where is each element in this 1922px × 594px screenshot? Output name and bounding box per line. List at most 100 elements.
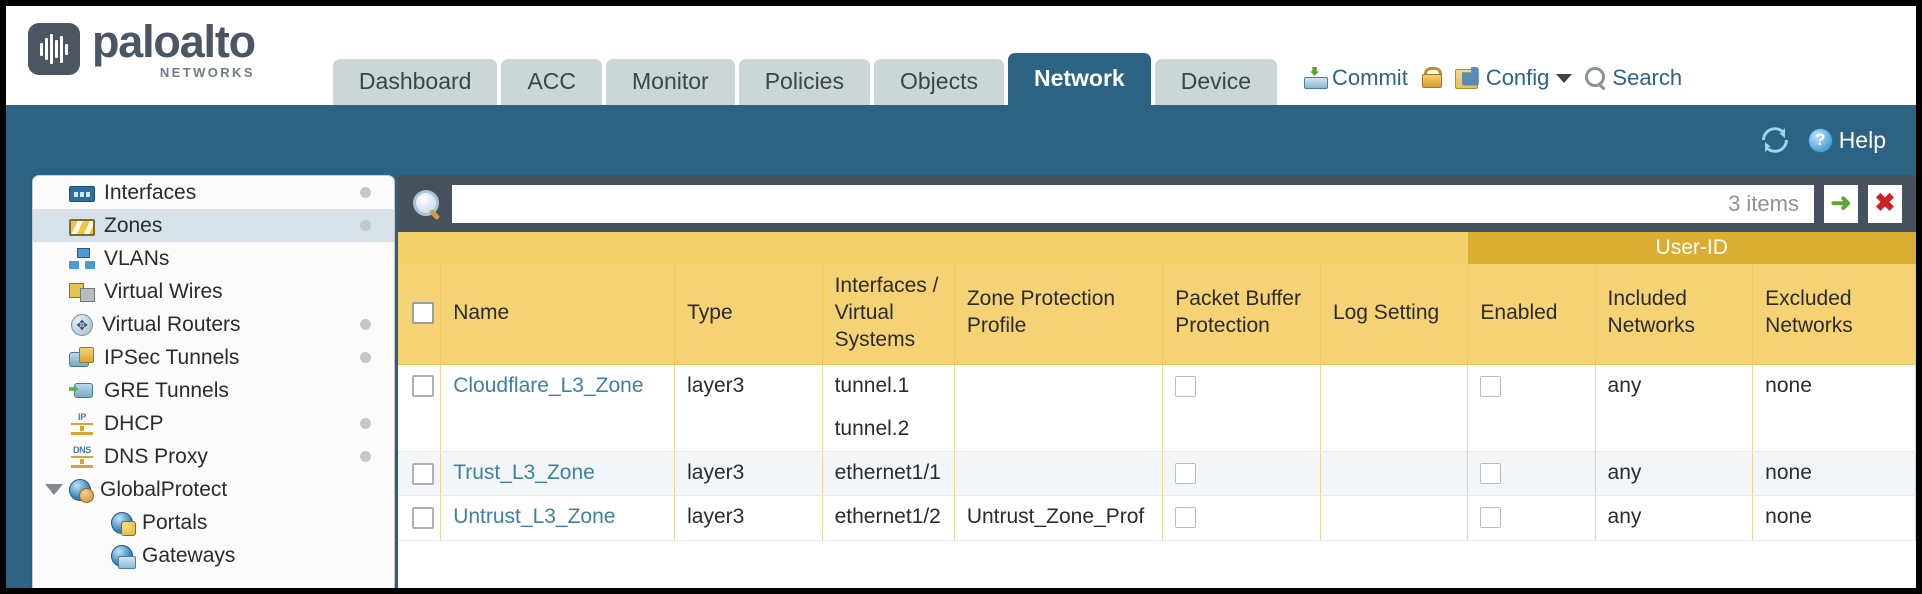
packet-buffer-protection-checkbox[interactable] bbox=[1175, 463, 1197, 485]
sidebar-item-label: GRE Tunnels bbox=[104, 378, 229, 402]
cell-name: Untrust_L3_Zone bbox=[440, 495, 676, 541]
tab-monitor[interactable]: Monitor bbox=[606, 58, 735, 105]
column-header-name[interactable]: Name bbox=[440, 264, 676, 365]
table-row[interactable]: Cloudflare_L3_Zone layer3 tunnel.1 tunne… bbox=[398, 364, 1916, 453]
sidebar-item-label: GlobalProtect bbox=[100, 477, 228, 501]
tab-objects[interactable]: Objects bbox=[873, 58, 1004, 105]
cell-enabled bbox=[1467, 364, 1596, 453]
body: Interfaces Zones VLANs Virtual Wires ✥ V… bbox=[6, 175, 1916, 588]
dns-proxy-icon: DNS bbox=[69, 445, 95, 468]
tab-dashboard[interactable]: Dashboard bbox=[332, 58, 498, 105]
row-checkbox[interactable] bbox=[412, 462, 434, 485]
commit-button[interactable]: Commit bbox=[1303, 65, 1408, 91]
zone-name-link[interactable]: Cloudflare_L3_Zone bbox=[453, 373, 644, 397]
lock-icon[interactable] bbox=[1421, 67, 1442, 89]
clear-filter-button[interactable]: ✖ bbox=[1868, 184, 1902, 223]
zones-table-container[interactable]: User-ID Name Type Interfaces / Virtual S… bbox=[398, 232, 1916, 588]
sidebar-item-portals[interactable]: Portals bbox=[33, 506, 394, 539]
brand-text: paloalto NETWORKS bbox=[92, 19, 256, 79]
config-icon bbox=[1454, 67, 1481, 90]
tab-policies[interactable]: Policies bbox=[738, 58, 870, 105]
table-row[interactable]: Trust_L3_Zone layer3 ethernet1/1 bbox=[398, 451, 1916, 497]
group-spacer bbox=[398, 232, 442, 264]
group-spacer bbox=[1162, 232, 1321, 264]
zone-name-link[interactable]: Untrust_L3_Zone bbox=[453, 505, 616, 529]
chevron-down-icon[interactable] bbox=[45, 484, 63, 495]
column-header-zone-protection-profile[interactable]: Zone Protection Profile bbox=[954, 264, 1164, 365]
user-id-enabled-checkbox[interactable] bbox=[1480, 507, 1502, 529]
cell-included-networks: any bbox=[1595, 451, 1754, 497]
search-input[interactable]: 3 items bbox=[452, 184, 1814, 223]
help-link[interactable]: ? Help bbox=[1807, 127, 1886, 154]
column-header-included-networks[interactable]: Included Networks bbox=[1595, 264, 1754, 365]
group-header-user-id: User-ID bbox=[1467, 232, 1916, 264]
sidebar-item-label: IPSec Tunnels bbox=[104, 345, 240, 369]
group-spacer bbox=[1320, 232, 1469, 264]
select-all-header bbox=[398, 264, 442, 365]
sidebar-item-globalprotect[interactable]: GlobalProtect bbox=[33, 473, 394, 506]
sidebar-item-vlans[interactable]: VLANs bbox=[33, 242, 394, 275]
row-select-cell bbox=[398, 495, 442, 541]
magnifier-icon[interactable] bbox=[412, 189, 442, 219]
sidebar-item-gre-tunnels[interactable]: GRE Tunnels bbox=[33, 374, 394, 407]
status-dot bbox=[360, 319, 371, 330]
item-count: 3 items bbox=[1728, 190, 1799, 216]
group-spacer bbox=[822, 232, 955, 264]
paloalto-logo-icon bbox=[28, 23, 80, 75]
sidebar-item-label: DNS Proxy bbox=[104, 444, 208, 468]
cell-name: Trust_L3_Zone bbox=[440, 451, 676, 497]
sidebar-item-virtual-routers[interactable]: ✥ Virtual Routers bbox=[33, 308, 394, 341]
gateways-icon bbox=[111, 544, 136, 569]
sidebar-item-gateways[interactable]: Gateways bbox=[33, 539, 394, 572]
sidebar-item-interfaces[interactable]: Interfaces bbox=[33, 176, 394, 209]
user-id-enabled-checkbox[interactable] bbox=[1480, 375, 1502, 397]
column-header-interfaces[interactable]: Interfaces / Virtual Systems bbox=[822, 264, 955, 365]
sidebar-item-zones[interactable]: Zones bbox=[33, 209, 394, 242]
sidebar-item-label: Zones bbox=[104, 213, 163, 237]
zone-name-link[interactable]: Trust_L3_Zone bbox=[453, 461, 595, 485]
refresh-icon[interactable] bbox=[1760, 127, 1790, 153]
dhcp-icon: IP bbox=[69, 412, 95, 435]
user-id-enabled-checkbox[interactable] bbox=[1480, 463, 1502, 485]
sidebar-item-label: VLANs bbox=[104, 246, 170, 270]
cell-interfaces: ethernet1/2 bbox=[822, 495, 955, 541]
select-all-checkbox[interactable] bbox=[412, 302, 434, 325]
brand-logo: paloalto NETWORKS bbox=[6, 19, 256, 105]
row-select-cell bbox=[398, 364, 442, 453]
tab-device[interactable]: Device bbox=[1154, 58, 1278, 105]
main-tabs: Dashboard ACC Monitor Policies Objects N… bbox=[332, 52, 1278, 105]
group-spacer bbox=[954, 232, 1164, 264]
sub-header-bar: ? Help bbox=[6, 105, 1916, 175]
packet-buffer-protection-checkbox[interactable] bbox=[1175, 375, 1197, 397]
sidebar-item-dns-proxy[interactable]: DNS DNS Proxy bbox=[33, 440, 394, 473]
tab-network[interactable]: Network bbox=[1007, 52, 1151, 105]
sidebar-item-virtual-wires[interactable]: Virtual Wires bbox=[33, 275, 394, 308]
column-header-enabled[interactable]: Enabled bbox=[1467, 264, 1596, 365]
packet-buffer-protection-checkbox[interactable] bbox=[1175, 507, 1197, 529]
tab-acc[interactable]: ACC bbox=[501, 58, 603, 105]
config-menu[interactable]: Config bbox=[1454, 65, 1573, 91]
row-checkbox[interactable] bbox=[412, 506, 434, 529]
sidebar-item-label: Portals bbox=[142, 510, 208, 534]
column-header-log-setting[interactable]: Log Setting bbox=[1320, 264, 1469, 365]
interface-item: ethernet1/1 bbox=[834, 461, 941, 485]
sidebar-item-ipsec-tunnels[interactable]: IPSec Tunnels bbox=[33, 341, 394, 374]
interfaces-icon bbox=[69, 186, 95, 202]
table-row[interactable]: Untrust_L3_Zone layer3 ethernet1/2 Untru… bbox=[398, 495, 1916, 541]
search-button[interactable]: Search bbox=[1585, 65, 1682, 91]
column-header-type[interactable]: Type bbox=[674, 264, 823, 365]
row-checkbox[interactable] bbox=[412, 375, 434, 398]
column-header-excluded-networks[interactable]: Excluded Networks bbox=[1752, 264, 1916, 365]
cell-packet-buffer-protection bbox=[1162, 451, 1321, 497]
cell-excluded-networks: none bbox=[1752, 364, 1916, 453]
sidebar-item-label: Virtual Wires bbox=[104, 279, 223, 303]
apply-filter-button[interactable]: ➜ bbox=[1824, 184, 1858, 223]
sidebar-nav: Interfaces Zones VLANs Virtual Wires ✥ V… bbox=[32, 175, 395, 588]
table-head: User-ID Name Type Interfaces / Virtual S… bbox=[398, 232, 1916, 365]
column-header-packet-buffer-protection[interactable]: Packet Buffer Protection bbox=[1162, 264, 1321, 365]
arrow-right-icon: ➜ bbox=[1830, 189, 1852, 217]
status-dot bbox=[360, 352, 371, 363]
cell-included-networks: any bbox=[1595, 495, 1754, 541]
sidebar-item-dhcp[interactable]: IP DHCP bbox=[33, 407, 394, 440]
ipsec-tunnels-icon bbox=[69, 346, 95, 369]
